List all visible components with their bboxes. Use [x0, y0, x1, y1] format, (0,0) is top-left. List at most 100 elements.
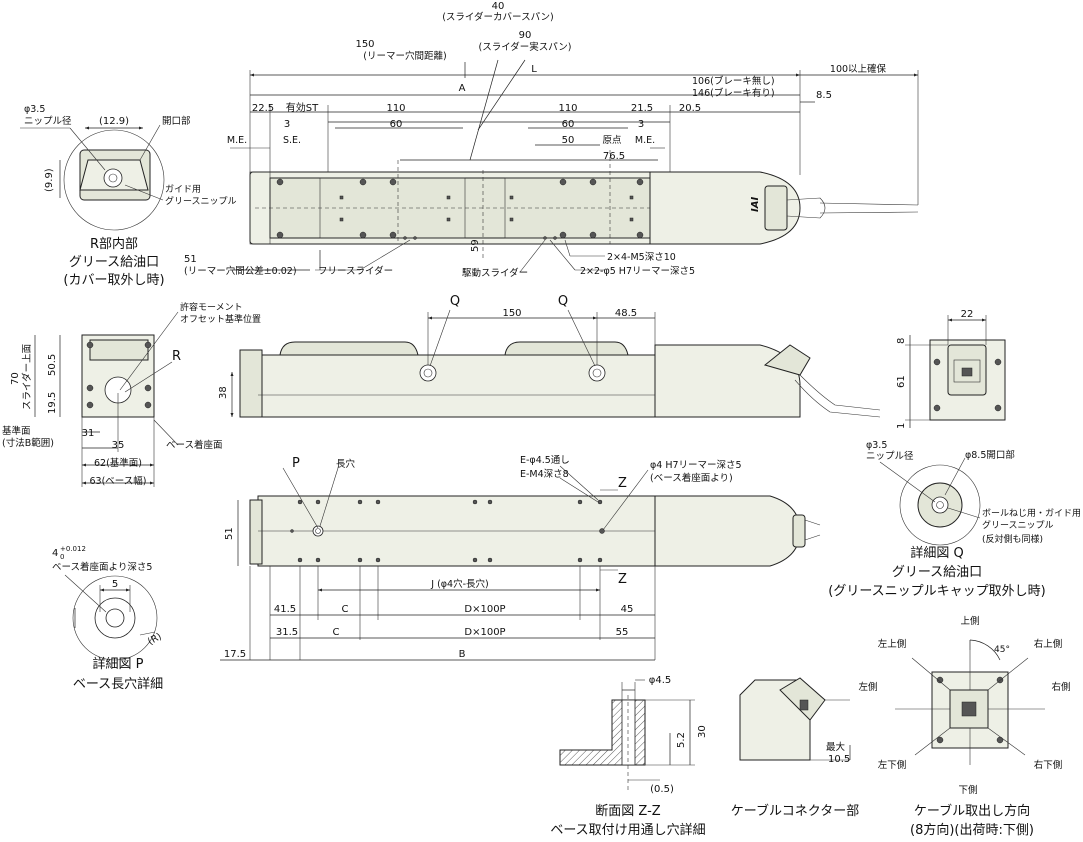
phi4-label: φ4 H7リーマー深さ5: [650, 460, 742, 471]
dir-bottom: 下側: [958, 784, 977, 796]
dim-55: 55: [616, 627, 629, 638]
dim-59: 59: [470, 239, 481, 252]
detail-q-title2: グリース給油口: [892, 565, 982, 580]
dim-J: J (φ4穴-長穴): [430, 578, 488, 590]
dim-150-side: 150: [502, 308, 521, 319]
q-phi35: φ3.5: [866, 440, 887, 451]
dim-51-bottom: 51: [224, 527, 235, 540]
dir-top-left: 左上側: [878, 638, 907, 650]
dim-17-5: 17.5: [224, 649, 246, 660]
dim-12-9: (12.9): [99, 116, 129, 127]
dim-9-9: (9.9): [44, 168, 55, 192]
side-view: Q Q 150 48.5 38: [218, 294, 881, 418]
dim-B: B: [459, 649, 466, 660]
long-hole-label: 長穴: [336, 458, 356, 470]
detail-p: 4 +0.012 0 ベース着座面より深さ5 5 (R) 詳細図 P ベース長穴…: [52, 545, 164, 692]
dim-19-5: 19.5: [47, 392, 58, 414]
dim-150: 150: [355, 39, 374, 50]
dim-8-right: 8: [896, 338, 907, 344]
connector-title: ケーブルコネクター部: [731, 803, 859, 819]
dim-L: L: [531, 64, 537, 75]
dim-3a: 3: [284, 119, 290, 130]
detail-q-title3: (グリースニップルキャップ取外し時): [828, 584, 1046, 599]
dim-60b: 60: [562, 119, 575, 130]
dim-D2: D×100P: [464, 627, 505, 638]
dim-48-5: 48.5: [615, 308, 637, 319]
opening-label: 開口部: [162, 115, 191, 127]
dim-22-right: 22: [961, 309, 974, 320]
dim-31: 31: [82, 428, 95, 439]
ref-face: 基準面: [2, 425, 31, 437]
z-marker-2: Z: [618, 572, 627, 587]
right-end-view: 22 8 61 1: [896, 309, 1006, 429]
detail-r-title3: (カバー取外し時): [63, 273, 164, 288]
z-marker-1: Z: [618, 476, 627, 491]
top-holes: [276, 178, 644, 240]
dim-70: 70: [10, 372, 21, 385]
dim-5-p: 5: [112, 579, 118, 590]
tol-low: 0: [60, 553, 64, 561]
top-view: IAI 40 (スライダーカバースパン) 90 (スライダー実ス: [184, 1, 919, 279]
dim-45: 45: [621, 604, 634, 615]
section-zz-title1: 断面図 Z-Z: [595, 804, 661, 819]
base-face: ベース着座面: [166, 439, 223, 451]
dim-51-note: (リーマー穴間公差±0.02): [184, 265, 297, 277]
dir-top-right: 右上側: [1034, 638, 1063, 650]
dim-31-5: 31.5: [276, 627, 298, 638]
dir-angle: 45°: [994, 645, 1010, 655]
nipple-dia: ニップル径: [24, 115, 72, 127]
dim-50: 50: [562, 135, 575, 146]
ref-note: (寸法B範囲): [2, 437, 54, 449]
dim-76-5: 76.5: [603, 151, 625, 162]
dim-21-5: 21.5: [631, 103, 653, 114]
detail-r-marker: R: [172, 349, 181, 364]
end-view: 許容モーメント オフセット基準位置 R 70 スライダー上面 50.5 19.5…: [2, 301, 261, 487]
q-phi85: φ8.5開口部: [965, 449, 1015, 461]
iai-logo: IAI: [750, 197, 761, 212]
dim-110a: 110: [386, 103, 405, 114]
phi-3-5: φ3.5: [24, 104, 45, 115]
moment-1: 許容モーメント: [180, 301, 243, 313]
phi4-note: (ベース着座面より): [650, 472, 733, 484]
connector-max: 最大: [826, 741, 846, 753]
detail-q-title1: 詳細図 Q: [910, 545, 963, 561]
dim-brake-none: 106(ブレーキ無し): [692, 75, 775, 87]
dim-70-note: スライダー上面: [21, 344, 33, 410]
dim-3b: 3: [638, 119, 644, 130]
section-zz: φ4.5 5.2 30 (0.5) 断面図 Z-Z ベース取付け用通し穴詳細: [550, 675, 708, 838]
dim-41-5: 41.5: [274, 604, 296, 615]
dim-50-5: 50.5: [47, 354, 58, 376]
dir-left: 左側: [858, 681, 877, 693]
dir-bottom-left: 左下側: [878, 759, 907, 771]
detail-p-title2: ベース長穴詳細: [73, 676, 163, 692]
dim-brake-with: 146(ブレーキ有り): [692, 87, 775, 99]
detail-p-title1: 詳細図 P: [93, 656, 144, 672]
dim-90-note: (スライダー実スパン): [478, 41, 571, 53]
se-label: S.E.: [283, 135, 301, 146]
dim-1: 1: [896, 423, 907, 429]
dim-60a: 60: [390, 119, 403, 130]
dim-110b: 110: [558, 103, 577, 114]
free-slider-label: フリースライダー: [318, 265, 393, 277]
detail-r: φ3.5 ニップル径 (12.9) 開口部 (9.9) ガイド用 グリースニップ…: [20, 104, 237, 288]
dim-51: 51: [184, 254, 197, 265]
guide-2: グリースニップル: [165, 195, 237, 207]
reamer-label: 2×2-φ5 H7リーマー深さ5: [580, 266, 695, 277]
tol-4: 4: [52, 548, 58, 559]
detail-r-title2: グリース給油口: [69, 255, 159, 270]
drive-slider-label: 駆動スライダー: [462, 267, 528, 279]
me-left: M.E.: [227, 135, 247, 146]
dim-150-note: (リーマー穴間距離): [363, 50, 446, 62]
dim-22-5: 22.5: [252, 103, 274, 114]
dim-38: 38: [218, 386, 229, 399]
cable-dir-title1: ケーブル取出し方向: [914, 803, 1030, 819]
dim-origin: 原点: [602, 135, 622, 146]
dim-C1: C: [342, 604, 349, 615]
dir-top: 上側: [960, 615, 979, 627]
z-0-5: (0.5): [650, 784, 674, 795]
cable-directions: 上側 左上側 右上側 左側 右側 左下側 右下側 下側 45° ケーブル取出し方…: [858, 615, 1070, 838]
dir-bottom-right: 右下側: [1034, 759, 1063, 771]
q-nipple-3: (反対側も同様): [982, 533, 1043, 545]
dim-40: 40: [492, 1, 505, 12]
